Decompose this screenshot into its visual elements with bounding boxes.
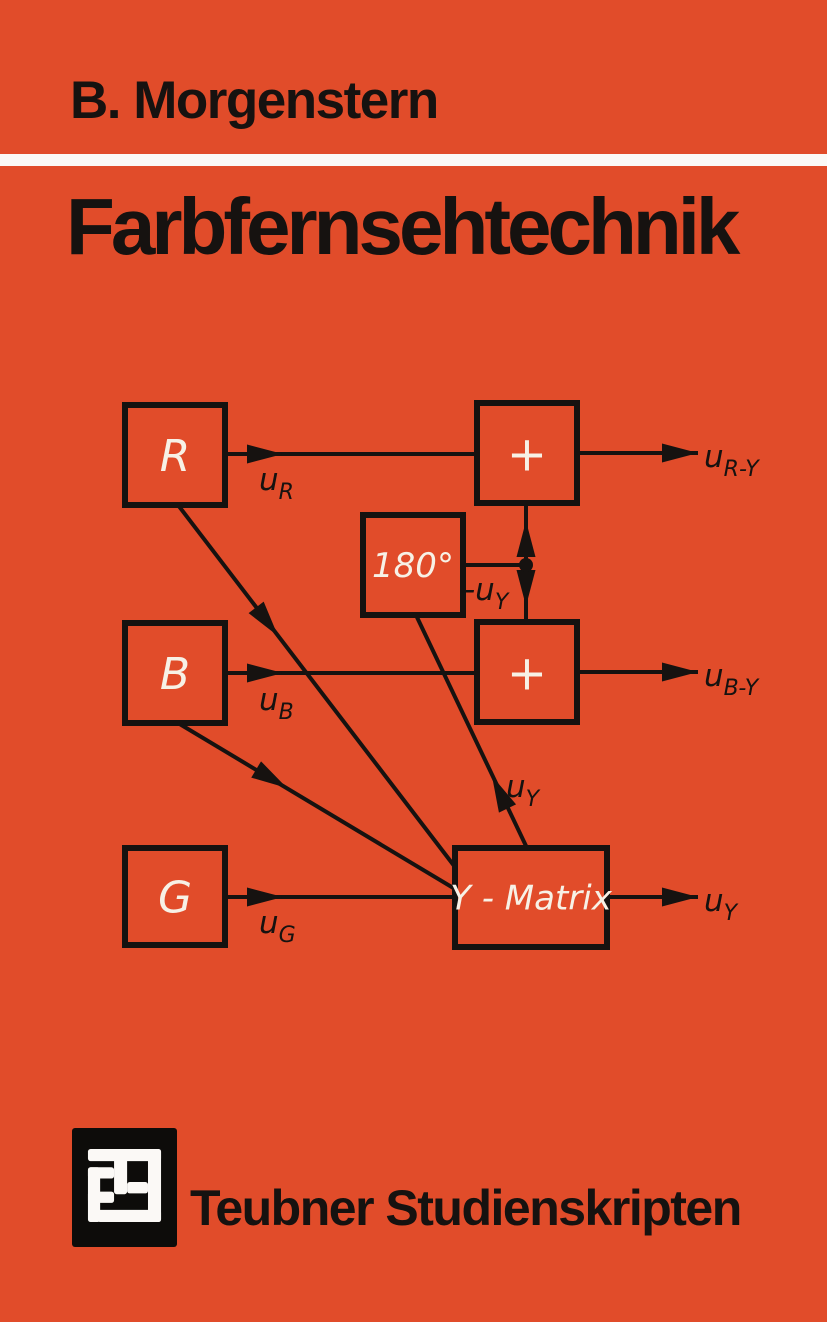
connector-r-to-ymatrix [176,503,457,869]
monogram-g-bar [127,1182,148,1194]
arrowhead-ah-uy-out [662,887,698,907]
box-label-source-r: R [160,431,191,482]
arrowhead-ah-r-diag [248,601,278,636]
arrowhead-ah-ug [247,887,283,907]
book-title: Farbfernsehtechnik [66,182,740,271]
monogram-bottom-bar [97,1209,162,1223]
box-label-source-b: B [160,649,190,700]
signal-label-u-y-out: uY [704,883,739,926]
box-phase-inverter [360,512,466,618]
signal-label-u-g: uG [259,905,296,948]
teubner-tg-monogram-icon [87,1148,162,1223]
arrowhead-ah-uby-out [662,662,698,682]
signal-label-u-y-mid: uY [506,769,541,812]
box-label-adder-1: + [507,426,547,482]
box-source-r [122,402,228,508]
box-adder-1 [474,400,580,506]
arrowhead-ah-ur [247,444,283,464]
box-label-adder-2: + [507,645,547,701]
monogram-center-stem [114,1148,128,1195]
arrowhead-ah-ub [247,663,283,683]
connector-b-to-ymatrix [176,721,457,891]
series-title: Teubner Studienskripten [190,1180,742,1236]
arrowhead-ah-into-add1 [516,521,536,557]
monogram-left-bar-upper [87,1167,115,1179]
arrowhead-ah-ury-out [662,443,698,463]
box-y-matrix [452,845,610,950]
box-label-y-matrix: Y - Matrix [450,879,613,919]
signal-label-u-b-minus-y: uB-Y [704,658,760,701]
arrowhead-ah-uy-mid [492,776,517,813]
arrowhead-ah-b-diag [251,761,287,788]
box-adder-2 [474,619,580,725]
box-source-b [122,620,228,726]
arrowhead-ah-into-add2 [516,570,536,606]
box-source-g [122,845,228,948]
monogram-left-bar-lower [87,1191,115,1203]
teubner-publisher-logo [72,1128,177,1247]
connector-ymatrix-to-inverter [413,612,529,849]
monogram-right-stem [147,1148,162,1223]
junction-dot [519,558,533,572]
signal-label-u-r-minus-y: uR-Y [704,439,760,482]
signal-label-u-b: uB [259,682,294,725]
signal-label-minus-u-y: -uY [464,572,510,615]
divider-bar [0,154,827,166]
box-label-phase-inverter: 180° [372,546,454,586]
box-label-source-g: G [158,872,192,923]
signal-label-u-r: uR [259,462,294,505]
author-name: B. Morgenstern [70,71,439,130]
